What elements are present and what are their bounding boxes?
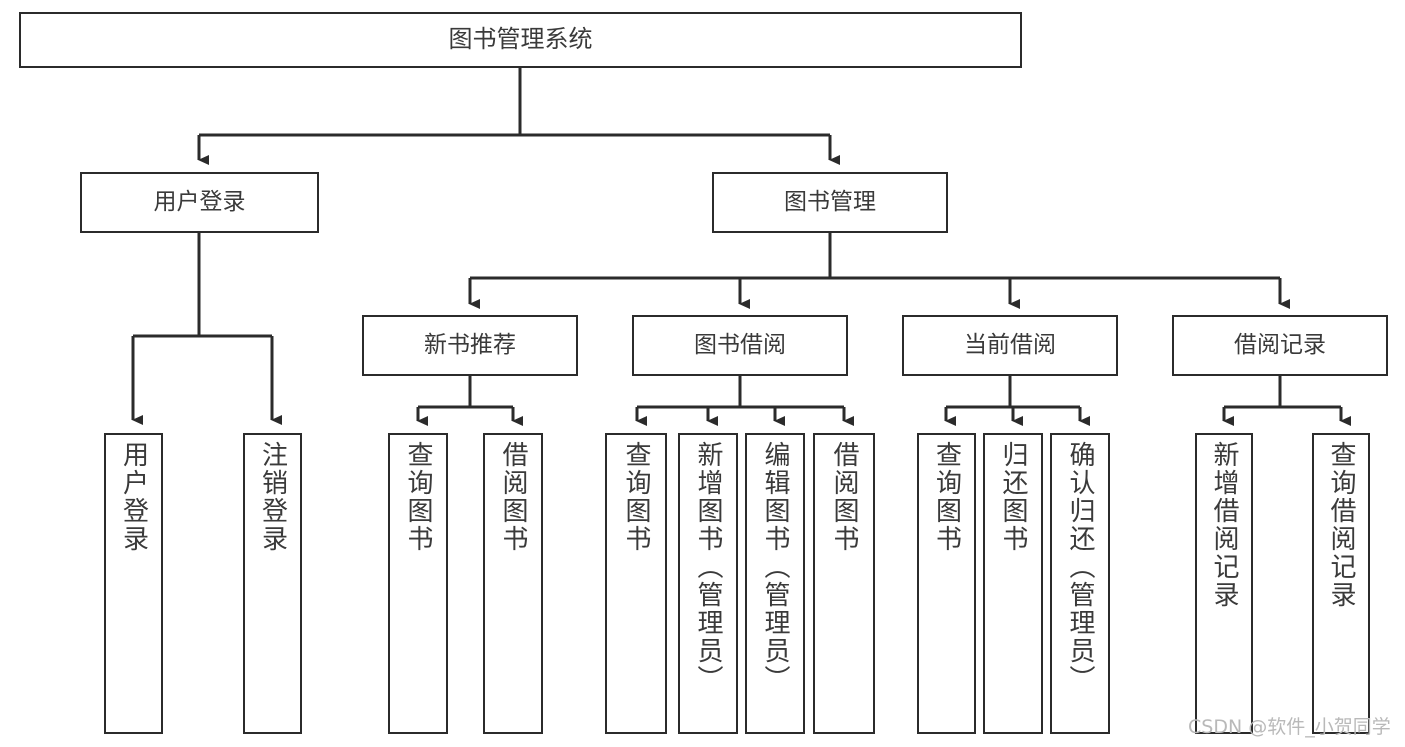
node-borrow-record-label: 借阅记录 xyxy=(1234,332,1326,359)
node-new-book-recommend[interactable]: 新书推荐 xyxy=(362,315,578,376)
leaf-borrow-edit-book-label: 编辑图书（管理员） xyxy=(760,441,790,693)
leaf-current-confirm-return-label: 确认归还（管理员） xyxy=(1065,441,1095,693)
leaf-user-login-login[interactable]: 用户登录 xyxy=(104,433,163,734)
leaf-user-login-logout-label: 注销登录 xyxy=(257,441,288,553)
node-root-label: 图书管理系统 xyxy=(448,25,593,54)
leaf-record-query-label: 查询借阅记录 xyxy=(1326,441,1356,609)
leaf-borrow-add-book-label: 新增图书（管理员） xyxy=(693,441,723,693)
node-user-login[interactable]: 用户登录 xyxy=(80,172,319,233)
leaf-record-add[interactable]: 新增借阅记录 xyxy=(1195,433,1253,734)
leaf-current-return-book-label: 归还图书 xyxy=(998,441,1028,553)
leaf-new-book-query-label: 查询图书 xyxy=(403,441,433,553)
leaf-new-book-borrow[interactable]: 借阅图书 xyxy=(483,433,543,734)
node-root[interactable]: 图书管理系统 xyxy=(19,12,1022,68)
node-current-borrow[interactable]: 当前借阅 xyxy=(902,315,1118,376)
watermark: CSDN @软件_小贺同学 xyxy=(1188,716,1391,738)
leaf-borrow-query-book[interactable]: 查询图书 xyxy=(605,433,667,734)
node-book-management-label: 图书管理 xyxy=(784,189,876,216)
leaf-new-book-query[interactable]: 查询图书 xyxy=(388,433,448,734)
node-book-borrow[interactable]: 图书借阅 xyxy=(632,315,848,376)
node-user-login-label: 用户登录 xyxy=(153,189,246,216)
leaf-borrow-edit-book[interactable]: 编辑图书（管理员） xyxy=(745,433,805,734)
leaf-current-confirm-return[interactable]: 确认归还（管理员） xyxy=(1050,433,1110,734)
node-book-management[interactable]: 图书管理 xyxy=(712,172,948,233)
node-borrow-record[interactable]: 借阅记录 xyxy=(1172,315,1388,376)
leaf-borrow-borrow-book-label: 借阅图书 xyxy=(829,441,859,553)
leaf-record-add-label: 新增借阅记录 xyxy=(1209,441,1239,609)
leaf-current-return-book[interactable]: 归还图书 xyxy=(983,433,1043,734)
leaf-user-login-login-label: 用户登录 xyxy=(118,441,149,553)
leaf-borrow-borrow-book[interactable]: 借阅图书 xyxy=(813,433,875,734)
leaf-current-query-book-label: 查询图书 xyxy=(931,441,962,553)
leaf-record-query[interactable]: 查询借阅记录 xyxy=(1312,433,1370,734)
leaf-user-login-logout[interactable]: 注销登录 xyxy=(243,433,302,734)
node-new-book-recommend-label: 新书推荐 xyxy=(424,332,516,359)
leaf-new-book-borrow-label: 借阅图书 xyxy=(498,441,528,553)
leaf-borrow-add-book[interactable]: 新增图书（管理员） xyxy=(678,433,738,734)
node-book-borrow-label: 图书借阅 xyxy=(694,332,786,359)
node-current-borrow-label: 当前借阅 xyxy=(964,332,1056,359)
leaf-current-query-book[interactable]: 查询图书 xyxy=(917,433,976,734)
leaf-borrow-query-book-label: 查询图书 xyxy=(621,441,651,553)
